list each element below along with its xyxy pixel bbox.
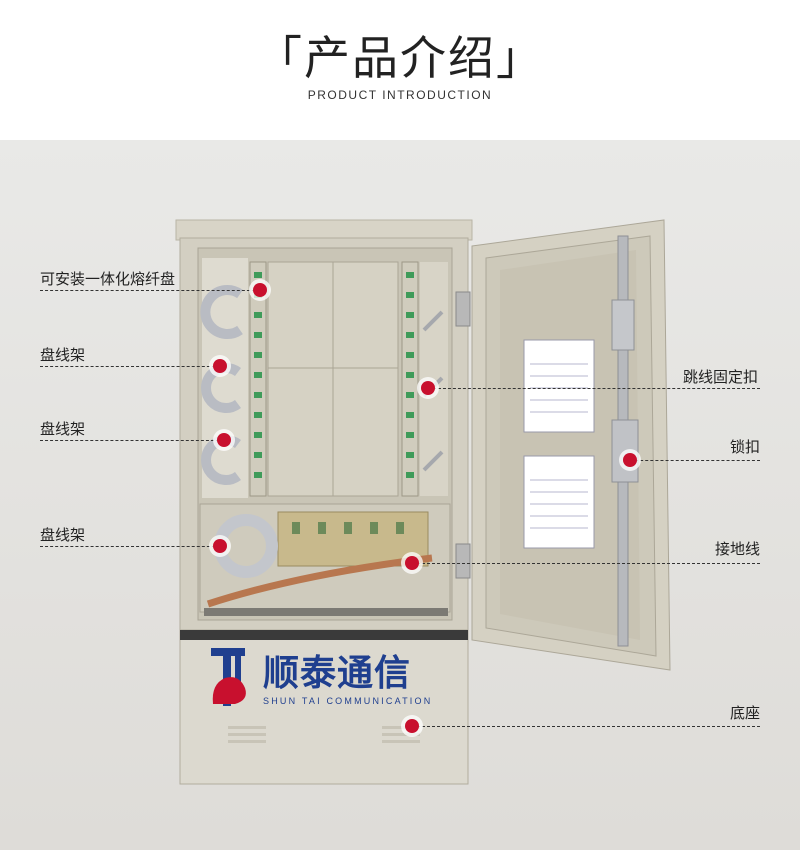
hotspot-marker[interactable] [217,433,231,447]
hotspot-marker[interactable] [213,359,227,373]
page-subtitle: PRODUCT INTRODUCTION [307,88,493,102]
leader-line [412,563,760,564]
label-cable-rack-2: 盘线架 [40,420,86,438]
brand-mark-icon [211,648,246,706]
hotspot-marker[interactable] [405,556,419,570]
hotspot-marker[interactable] [405,719,419,733]
leader-line [40,546,220,547]
leader-line [40,290,260,291]
leader-line [630,460,760,461]
hotspot-marker[interactable] [253,283,267,297]
cabinet-illustration [175,219,671,785]
leader-line [40,440,224,441]
leader-line [412,726,760,727]
label-cable-rack-1: 盘线架 [40,346,86,364]
header: 「产品介绍」 PRODUCT INTRODUCTION [0,0,800,140]
leader-line [428,388,760,389]
brand-name-english: SHUN TAI COMMUNICATION [263,696,433,706]
product-photo [0,140,800,850]
leader-line [40,366,220,367]
brand-logo: 顺泰通信 SHUN TAI COMMUNICATION [205,644,455,714]
label-base: 底座 [729,704,760,722]
hotspot-marker[interactable] [421,381,435,395]
label-cable-rack-3: 盘线架 [40,526,86,544]
label-jumper-clip: 跳线固定扣 [682,368,758,386]
label-lock: 锁扣 [729,438,760,456]
label-ground-wire: 接地线 [714,540,760,558]
label-fusion-tray: 可安装一体化熔纤盘 [40,270,176,288]
page-title: 「产品介绍」 [256,31,544,85]
hotspot-marker[interactable] [623,453,637,467]
hotspot-marker[interactable] [213,539,227,553]
brand-name: 顺泰通信 [263,653,412,694]
